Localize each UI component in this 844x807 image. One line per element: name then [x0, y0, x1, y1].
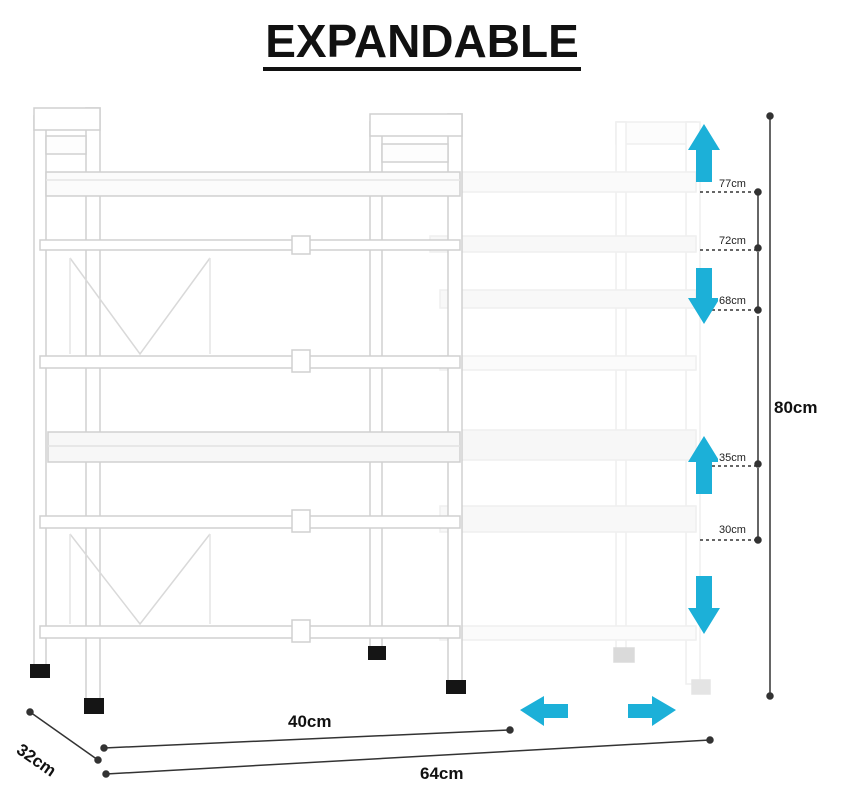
- shelf-height-label: 35cm: [718, 452, 747, 464]
- arrow-down-icon: [688, 576, 720, 634]
- shelf-height-label: 77cm: [718, 178, 747, 190]
- shelf-height-label: 68cm: [718, 295, 747, 307]
- shelf-feet: [30, 646, 466, 714]
- arrow-up-icon: [688, 436, 720, 494]
- height-total-label: 80cm: [774, 398, 818, 417]
- width-min-label: 40cm: [288, 712, 332, 731]
- arrow-up-icon: [688, 124, 720, 182]
- extended-shelf-ghost: [429, 121, 711, 695]
- shelf-height-label: 30cm: [718, 524, 747, 536]
- main-shelf-unit: [33, 107, 463, 705]
- arrow-right-icon: [628, 696, 676, 726]
- title-text: EXPANDABLE: [263, 15, 581, 71]
- arrow-down-icon: [688, 268, 720, 324]
- page-title: EXPANDABLE: [0, 14, 844, 71]
- width-max-label: 64cm: [420, 764, 464, 783]
- arrow-left-icon: [520, 696, 568, 726]
- shelf-height-label: 72cm: [718, 235, 747, 247]
- dimension-lines: [26, 112, 774, 778]
